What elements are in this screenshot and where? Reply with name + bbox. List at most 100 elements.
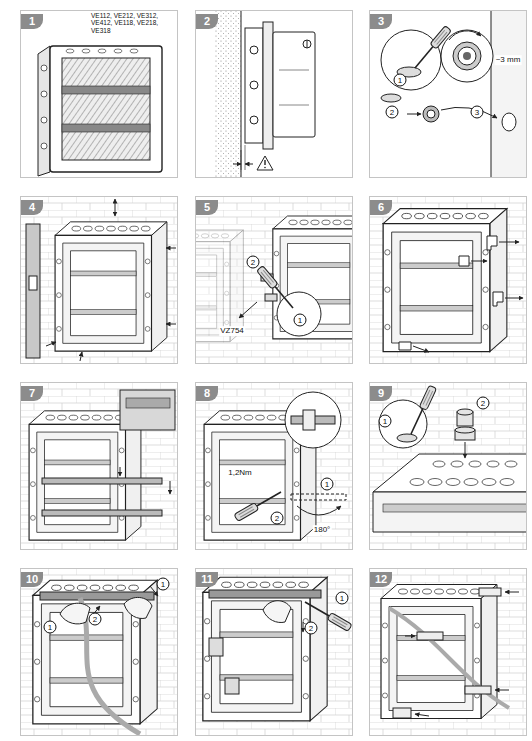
cable-glands-part-part [505,461,517,467]
cover-strip-part [124,597,152,618]
wall-mount-side-part-part [303,40,311,48]
callout-number: 1 [379,415,392,428]
rail-mounting-part [20,382,178,550]
cover-fixing-part [209,590,321,598]
step-number: 8 [196,386,218,401]
enclosure-closed-part-part [98,49,106,53]
cable-glands-part [379,400,427,448]
cable-glands-part [455,409,475,440]
knockout-removal-part [441,107,497,118]
rail-fixing [195,382,353,550]
rail-fixing-part [303,410,315,430]
wall-mount-side-part-part [250,46,258,54]
clip-mounting-part [413,242,523,352]
enclosure-closed-part [41,65,47,149]
wall-mount-side-part [250,40,311,124]
enclosure-closed-part-part [66,49,74,53]
step-panel: 11 [195,568,353,736]
step-panel: 1 [20,10,178,178]
cable-glands-part-part [451,461,463,467]
cable-glands-part [465,442,466,458]
rail-fixing-part [291,494,346,500]
accessory-mounting-part-part [505,592,519,593]
step-number: 12 [370,572,392,587]
wall-mount-side-part [279,105,309,106]
enclosure-closed-part [62,86,150,94]
level-mounting-part [55,222,167,351]
cable-glands-part [373,454,527,492]
cable-glands-part [407,385,436,436]
step-panel: 7 [20,382,178,550]
step-panel: 3 [369,10,527,178]
clip-mounting-part-part [493,292,503,306]
wall-mount-side-part [307,40,308,48]
wall-mount-side-part [245,28,263,143]
cover-fixing-part-part [225,678,239,694]
accessory-mounting-part [393,588,501,718]
clip-mounting-part-part [459,256,469,266]
cover-fixing-part-part [209,638,223,656]
rail-mounting-part-part [120,467,121,476]
step-number: 9 [370,386,392,401]
step-number: 10 [21,572,43,587]
accessory-mounting-part-part [417,632,443,640]
wall-mount-side-part [264,167,266,169]
level-mounting-part [46,342,56,346]
cover-strip [20,568,178,736]
wall-mount-side-part [273,32,315,137]
clip-mounting-part-part [499,242,519,243]
clip-mounting-part-part [413,346,429,352]
knockout-removal-part [502,113,516,131]
dimension-label: 1,2Nm [227,468,253,478]
accessory-mounting-part-part [405,636,415,637]
accessory-mounting-part [381,585,497,719]
cable-glands-part-part [464,479,478,486]
enclosure-closed-part [38,46,50,176]
fittings-mounting-part [277,292,321,336]
callout-number: 1 [394,74,407,87]
step-panel: 4 [20,196,178,364]
knockout-removal-part [423,106,439,122]
clip-mounting-part [383,209,507,352]
wall-mount-side-part [241,150,242,170]
cover-strip-part [60,603,90,624]
wall-mount-side-part-part [250,81,258,89]
cover-strip-part [80,598,140,734]
level-mounting-part [80,352,82,361]
rail-fixing-part [195,382,353,550]
knockout-removal-part [458,47,476,65]
enclosure-closed-part-part [41,117,47,123]
clip-mounting-part [399,236,503,350]
enclosure-closed-part-part [114,49,122,53]
callout-number: 1 [294,314,307,327]
accessory-mounting-part-part [479,588,501,596]
cable-glands-part-part [469,461,481,467]
cable-glands-part-part [410,479,424,486]
dimension-label: VZ754 [219,326,245,336]
cable-glands-part-part [446,479,460,486]
model-list: VE112, VE212, VE312, VE412, VE118, VE218… [90,12,178,34]
enclosure-closed-part-part [82,49,90,53]
enclosure-closed-part-part [130,49,138,53]
knockout-removal-part [449,31,481,40]
step-number: 11 [196,572,218,587]
wall-mount-side-part [264,160,265,165]
cable-glands-part [373,492,527,532]
enclosure-closed-part [50,46,162,172]
cable-glands-part-part [457,409,473,415]
knockout-removal [381,10,527,178]
accessory-mounting [369,568,527,736]
cable-glands-part-part [455,427,475,433]
enclosure-closed-part [62,124,150,132]
level-mounting-part [29,276,37,290]
accessory-mounting-part-part [393,708,411,718]
rail-mounting-part [120,467,170,494]
cover-strip-part [20,568,178,736]
step-number: 2 [196,14,218,29]
knockout-removal-part [381,30,441,90]
accessory-mounting-part [369,568,527,736]
level-mounting-part [166,324,176,325]
cover-fixing-part [209,638,239,694]
